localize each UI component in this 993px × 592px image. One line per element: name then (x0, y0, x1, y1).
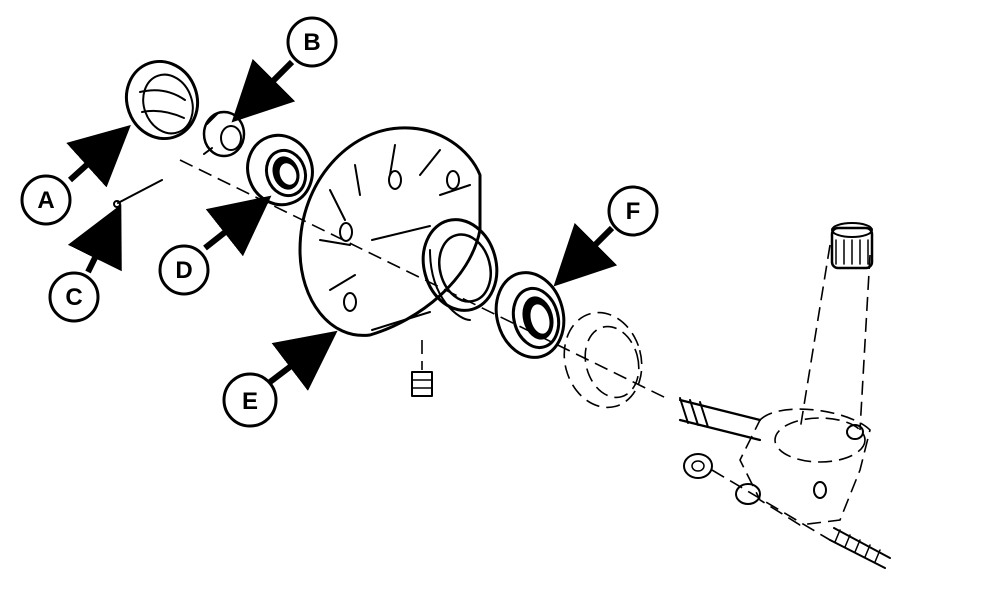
callout-c-arrow (67, 204, 122, 274)
castle-nut-part (202, 107, 246, 158)
grease-seal-part (563, 311, 643, 409)
grease-fitting (411, 371, 433, 397)
callout-a-label: A (37, 187, 54, 214)
callout-b-arrow (231, 58, 296, 123)
callout-b-label: B (303, 29, 320, 56)
callout-e-arrow (268, 330, 338, 391)
callout-e-label: E (242, 388, 258, 415)
callout-b: B (286, 16, 338, 68)
callout-f-label: F (626, 198, 641, 225)
dust-cap-part (125, 59, 199, 141)
callout-f-arrow (553, 222, 618, 287)
outer-bearing-part (246, 133, 314, 207)
callout-f: F (607, 185, 659, 237)
callout-a: A (20, 174, 72, 226)
cotter-pin-part (113, 179, 163, 208)
inner-bearing-part (494, 271, 566, 359)
callout-c: C (48, 271, 100, 323)
spindle-bolt (829, 527, 891, 569)
callout-a-arrow (66, 124, 131, 188)
callout-d-label: D (175, 257, 192, 284)
callout-d-arrow (203, 195, 272, 257)
axle-centerline (179, 159, 671, 401)
spindle-nut (683, 453, 713, 479)
hub-part (298, 126, 499, 397)
callout-c-label: C (65, 284, 82, 311)
callout-d: D (158, 244, 210, 296)
callout-e: E (222, 372, 278, 428)
spindle-assembly (678, 222, 891, 569)
